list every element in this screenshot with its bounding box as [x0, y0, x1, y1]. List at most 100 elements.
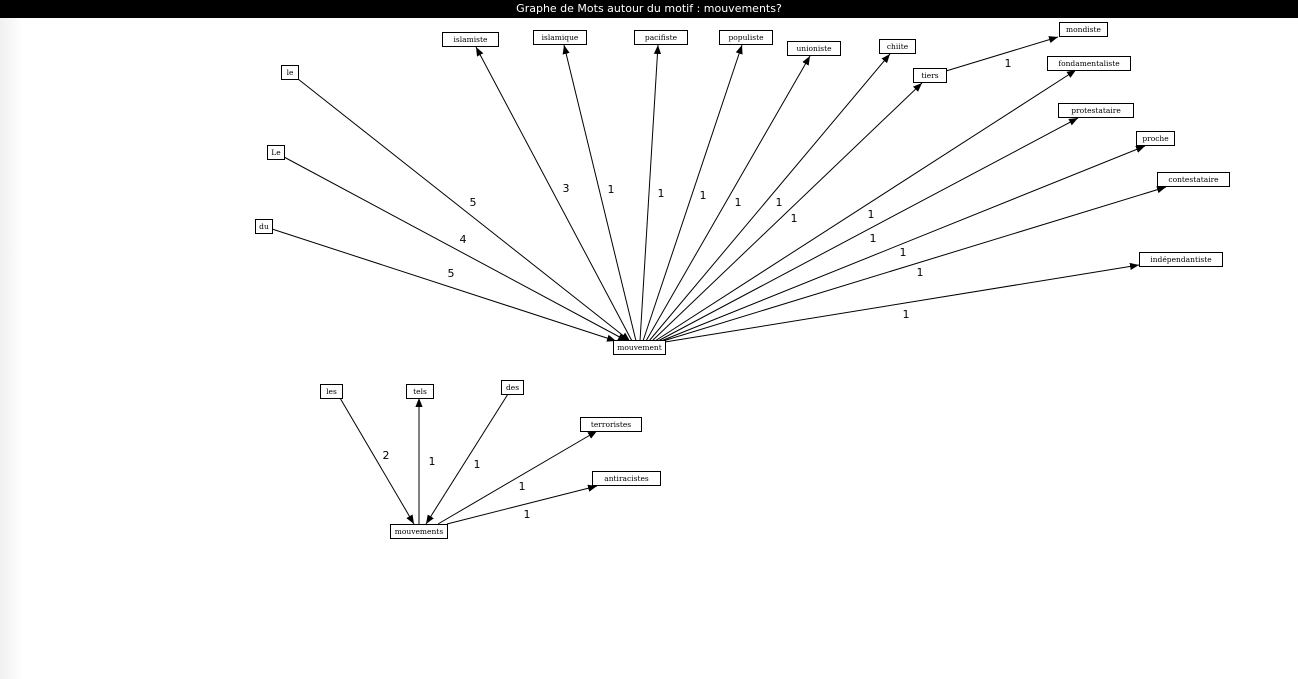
edge-mouvement-to-proche [660, 145, 1146, 342]
edge-les-to-mouvements [339, 397, 415, 525]
node-box [320, 384, 343, 399]
node-tels[interactable]: tels [406, 384, 434, 399]
edge-arrow [446, 484, 598, 525]
node-pacifiste[interactable]: pacifiste [634, 30, 688, 45]
node-contestataire[interactable]: contestataire [1157, 172, 1230, 187]
edge-arrow [475, 46, 633, 342]
node-populiste[interactable]: populiste [719, 30, 773, 45]
node-label: Le [271, 148, 281, 157]
edge-weight-label: 4 [460, 233, 467, 246]
edge-mouvement-to-protestataire [657, 117, 1079, 342]
node-Le[interactable]: Le [267, 145, 285, 160]
edge-mouvement-to-pacifiste [639, 44, 662, 342]
node-label: protestataire [1071, 106, 1121, 115]
edge-du-to-mouvement [271, 228, 617, 342]
node-fondamentaliste[interactable]: fondamentaliste [1047, 56, 1131, 71]
node-label: terroristes [591, 420, 631, 429]
node-antiracistes[interactable]: antiracistes [592, 471, 661, 486]
node-label: islamique [542, 33, 579, 42]
node-box [913, 68, 947, 83]
node-label: mouvements [395, 527, 444, 536]
node-label: antiracistes [604, 474, 649, 483]
node-unioniste[interactable]: unioniste [787, 41, 841, 56]
node-islamiste[interactable]: islamiste [442, 32, 499, 47]
edge-weight-label: 1 [776, 196, 783, 209]
edge-weight-label: 5 [470, 196, 477, 209]
edge-arrow [642, 44, 743, 342]
edge-arrow [654, 69, 1077, 342]
node-box [719, 30, 773, 45]
edges-layer [271, 36, 1167, 525]
node-box [592, 471, 661, 486]
node-proche[interactable]: proche [1136, 131, 1175, 146]
edge-arrow [562, 44, 637, 342]
node-protestataire[interactable]: protestataire [1058, 103, 1134, 118]
node-box [1058, 103, 1134, 118]
edge-arrow [437, 430, 598, 525]
edge-weight-label: 1 [700, 189, 707, 202]
left-margin-shade [0, 18, 22, 679]
edge-arrow [645, 55, 811, 342]
edge-arrow [271, 228, 617, 342]
edge-mouvements-to-terroristes [437, 430, 598, 525]
node-box [406, 384, 434, 399]
node-les[interactable]: les [320, 384, 343, 399]
node-box [1136, 131, 1175, 146]
edge-arrow [339, 397, 415, 525]
node-label: des [506, 383, 519, 392]
edge-weight-label: 1 [1005, 57, 1012, 70]
edge-weight-label: 1 [870, 232, 877, 245]
node-mondiste[interactable]: mondiste [1059, 22, 1108, 37]
edge-mouvement-to-unioniste [645, 55, 811, 342]
node-mouvements[interactable]: mouvements [390, 524, 448, 539]
edge-mouvement-to-islamiste [475, 46, 633, 342]
node-box [255, 219, 273, 234]
window-title-bar: Graphe de Mots autour du motif : mouveme… [0, 0, 1298, 18]
node-des[interactable]: des [501, 380, 524, 395]
edge-mouvement-to-contestataire [662, 186, 1167, 342]
node-terroristes[interactable]: terroristes [580, 417, 642, 432]
edge-mouvement-to-populiste [642, 44, 743, 342]
node-label: le [287, 68, 294, 77]
edge-weight-label: 1 [735, 196, 742, 209]
node-du[interactable]: du [255, 219, 273, 234]
node-box [267, 145, 285, 160]
node-label: du [259, 222, 269, 231]
edge-weight-label: 3 [563, 182, 570, 195]
node-tiers[interactable]: tiers [913, 68, 947, 83]
node-box [1047, 56, 1131, 71]
node-islamique[interactable]: islamique [533, 30, 587, 45]
edge-mouvement-to-independantiste [664, 262, 1140, 343]
node-label: contestataire [1168, 175, 1219, 184]
node-label: populiste [728, 33, 764, 42]
edge-arrow [297, 78, 631, 342]
node-label: mouvement [617, 343, 662, 352]
node-box [390, 524, 448, 539]
edge-weight-label: 1 [917, 266, 924, 279]
node-label: unioniste [796, 44, 832, 53]
node-mouvement[interactable]: mouvement [613, 340, 666, 355]
node-label: tels [413, 387, 427, 396]
edge-des-to-mouvements [425, 393, 509, 525]
edge-weight-label: 1 [608, 183, 615, 196]
edge-mouvement-to-islamique [562, 44, 637, 342]
window-title: Graphe de Mots autour du motif : mouveme… [516, 2, 782, 15]
node-chiite[interactable]: chiite [879, 39, 916, 54]
node-label: indépendantiste [1150, 255, 1212, 264]
edge-weight-label: 1 [791, 212, 798, 225]
edge-mouvement-to-tiers [651, 82, 923, 342]
node-label: islamiste [454, 35, 488, 44]
edge-weight-label: 1 [429, 455, 436, 468]
edge-arrow [945, 36, 1059, 72]
node-independantiste[interactable]: indépendantiste [1139, 252, 1223, 267]
edge-arrow [657, 117, 1079, 342]
edge-weight-label: 1 [519, 480, 526, 493]
edge-weight-label: 5 [448, 267, 455, 280]
edge-weight-label: 2 [383, 449, 390, 462]
node-label: pacifiste [645, 33, 678, 42]
node-box [634, 30, 688, 45]
node-le[interactable]: le [281, 65, 299, 80]
